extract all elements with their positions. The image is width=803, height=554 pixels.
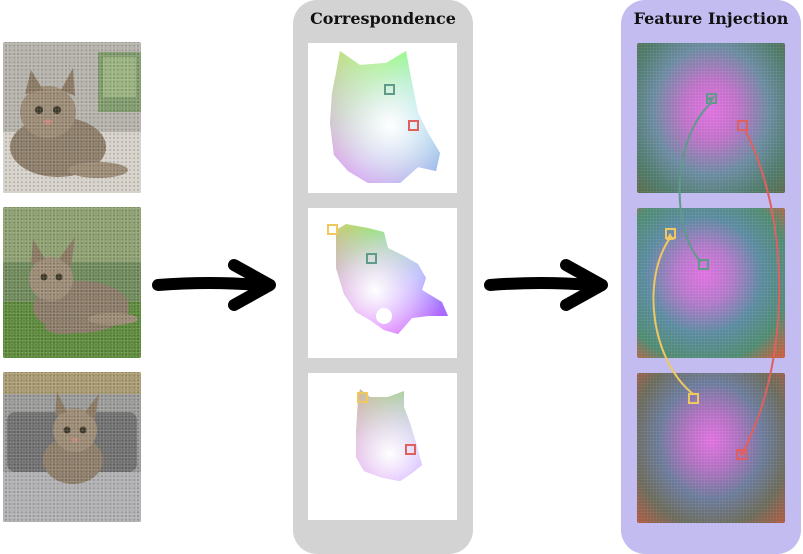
correspondence-shape-1 [330,51,440,183]
correspondence-shape-2 [327,224,448,334]
teal-marker [384,84,395,95]
arrow-to-correspondence [152,259,276,311]
correspondence-panel: Correspondence [293,0,473,554]
input-photo-grass [3,207,141,358]
correspondence-map-2 [308,208,457,358]
feature-injection-title: Feature Injection [633,9,789,28]
correspondence-shape-3 [356,389,422,481]
yellow-connection [652,237,694,395]
yellow-marker-bottom [688,393,699,404]
injection-connections [652,93,781,460]
red-marker-bottom [736,449,747,460]
input-photo-couch [3,42,141,193]
correspondence-map-3 [308,373,457,520]
correspondence-map-1 [308,43,457,193]
correspondence-title: Correspondence [310,9,456,28]
arrow-to-injection [484,259,608,311]
teal-connection [678,102,712,263]
cat-grass-illustration [3,207,141,358]
red-marker-top [737,120,748,131]
feature-injection-panel: Feature Injection [621,0,801,554]
yellow-marker [357,392,368,403]
red-connection [742,129,781,453]
cat-couch-illustration [3,42,141,193]
injected-feature-2 [637,208,785,358]
red-marker [408,120,419,131]
yellow-marker [327,224,338,235]
teal-marker-top [706,93,717,104]
injected-feature-3 [637,373,785,523]
teal-marker-mid [698,259,709,270]
input-photo-car [3,372,141,522]
red-marker [405,444,416,455]
teal-marker [366,253,377,264]
cat-car-illustration [3,372,141,522]
